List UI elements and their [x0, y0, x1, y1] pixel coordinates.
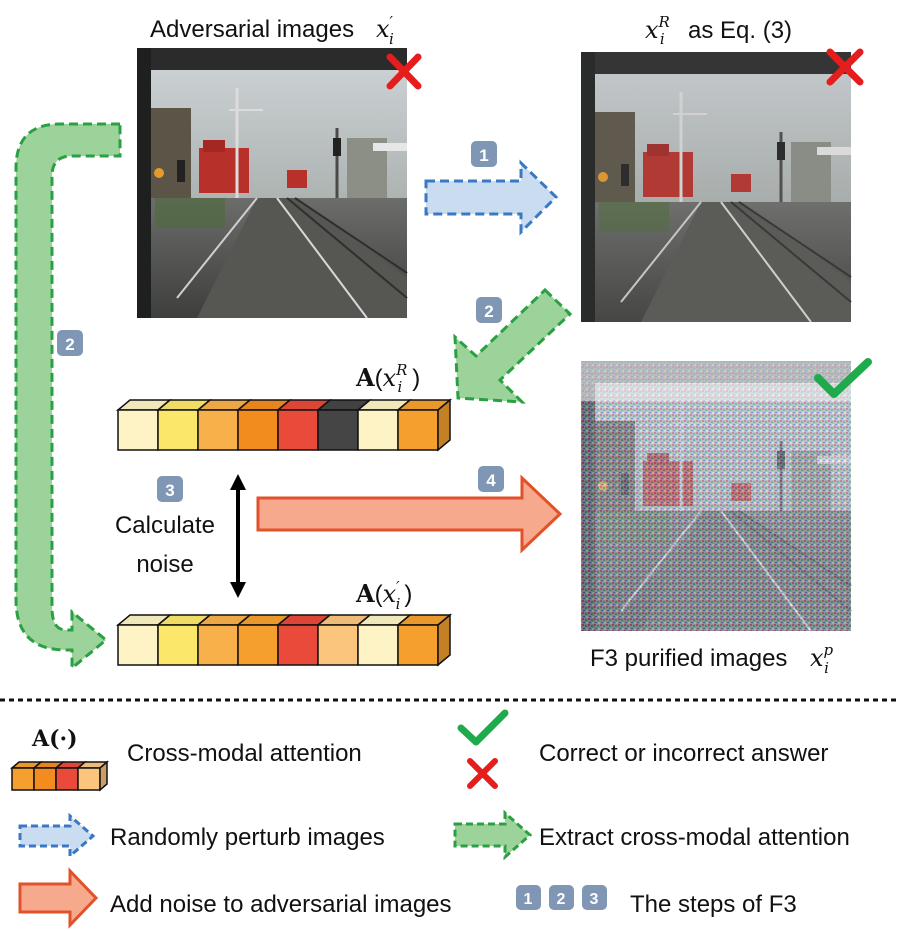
- attention-top-cell-7: [355, 399, 413, 451]
- svg-text:4: 4: [486, 471, 496, 490]
- svg-text:2: 2: [65, 335, 74, 354]
- legend-perturb-label: Randomly perturb images: [110, 824, 385, 851]
- legend-step-3-badge: 3: [582, 885, 607, 910]
- attention-bottom-label: A(x′i): [355, 578, 412, 613]
- legend-noise-label: Add noise to adversarial images: [110, 891, 452, 918]
- step-2-badge-left: 2: [57, 330, 83, 356]
- step-1-badge: 1: [471, 141, 497, 167]
- legend-attention-bar: [9, 760, 110, 792]
- svg-text:3: 3: [165, 481, 174, 500]
- step-3-badge: 3: [157, 476, 183, 502]
- calculate-noise-line1: Calculate: [115, 512, 215, 539]
- svg-text:1: 1: [479, 146, 488, 165]
- calculate-noise-line2: noise: [136, 551, 193, 578]
- legend-mini-side: [99, 760, 108, 792]
- legend-step-1-badge: 1: [516, 885, 541, 910]
- legend-mini-cell-3: [53, 761, 88, 791]
- attention-top-cell-8: [395, 399, 453, 451]
- svg-text:2: 2: [484, 302, 493, 321]
- attention-bottom-cell-8: [395, 614, 453, 666]
- legend-extract-arrow: [453, 809, 533, 861]
- perturb-arrow: [424, 159, 559, 236]
- perturbed-caption-suffix: as Eq. (3): [688, 17, 792, 44]
- attention-bottom-side: [437, 613, 451, 667]
- step-2-badge-right: 2: [476, 297, 502, 323]
- attention-bottom-cell-1: [115, 614, 173, 666]
- attention-bottom-cell-2: [155, 614, 213, 666]
- adversarial-caption-math: x′i: [376, 13, 394, 48]
- legend-step-2-badge: 2: [549, 885, 574, 910]
- check-icon: [814, 358, 872, 398]
- svg-text:1: 1: [524, 891, 533, 908]
- add-noise-arrow: [256, 474, 563, 554]
- perturbed-image: [579, 50, 853, 324]
- extract-attention-arrow-right: [453, 287, 573, 404]
- legend-attention-label: Cross-modal attention: [127, 740, 362, 767]
- adversarial-image: [135, 46, 409, 320]
- legend-correct-label: Correct or incorrect answer: [539, 740, 828, 767]
- cross-icon: [386, 53, 422, 90]
- legend-attention-symbol: A(·): [31, 726, 78, 752]
- legend-mini-cell-1: [9, 761, 44, 791]
- attention-top-cell-6: [315, 399, 373, 451]
- step-4-badge: 4: [478, 466, 504, 492]
- legend-noise-arrow: [18, 867, 99, 929]
- check-icon: [457, 709, 509, 746]
- double-arrow-icon: [230, 474, 246, 598]
- attention-top-cell-4: [235, 399, 293, 451]
- svg-text:3: 3: [590, 891, 599, 908]
- adversarial-caption: Adversarial images: [150, 16, 354, 43]
- legend-steps-label: The steps of F3: [630, 891, 797, 918]
- purified-caption: F3 purified images: [590, 645, 787, 672]
- cross-icon: [826, 48, 864, 86]
- legend-step-badges: 1 2 3: [516, 885, 607, 910]
- attention-top-side: [437, 398, 451, 452]
- legend-extract-label: Extract cross-modal attention: [539, 824, 850, 851]
- cross-icon: [467, 758, 498, 789]
- extract-attention-arrow-left: [14, 122, 122, 672]
- attention-bottom-cell-3: [195, 614, 253, 666]
- svg-text:2: 2: [557, 891, 566, 908]
- attention-bar-bottom: [115, 613, 453, 667]
- attention-bottom-cell-6: [315, 614, 373, 666]
- legend-mini-cell-4: [75, 761, 110, 791]
- attention-top-cell-5: [275, 399, 333, 451]
- attention-top-cell-1: [115, 399, 173, 451]
- legend-perturb-arrow: [18, 812, 96, 860]
- purified-image: [579, 359, 853, 633]
- attention-bottom-cell-7: [355, 614, 413, 666]
- attention-bar-top: [115, 398, 453, 452]
